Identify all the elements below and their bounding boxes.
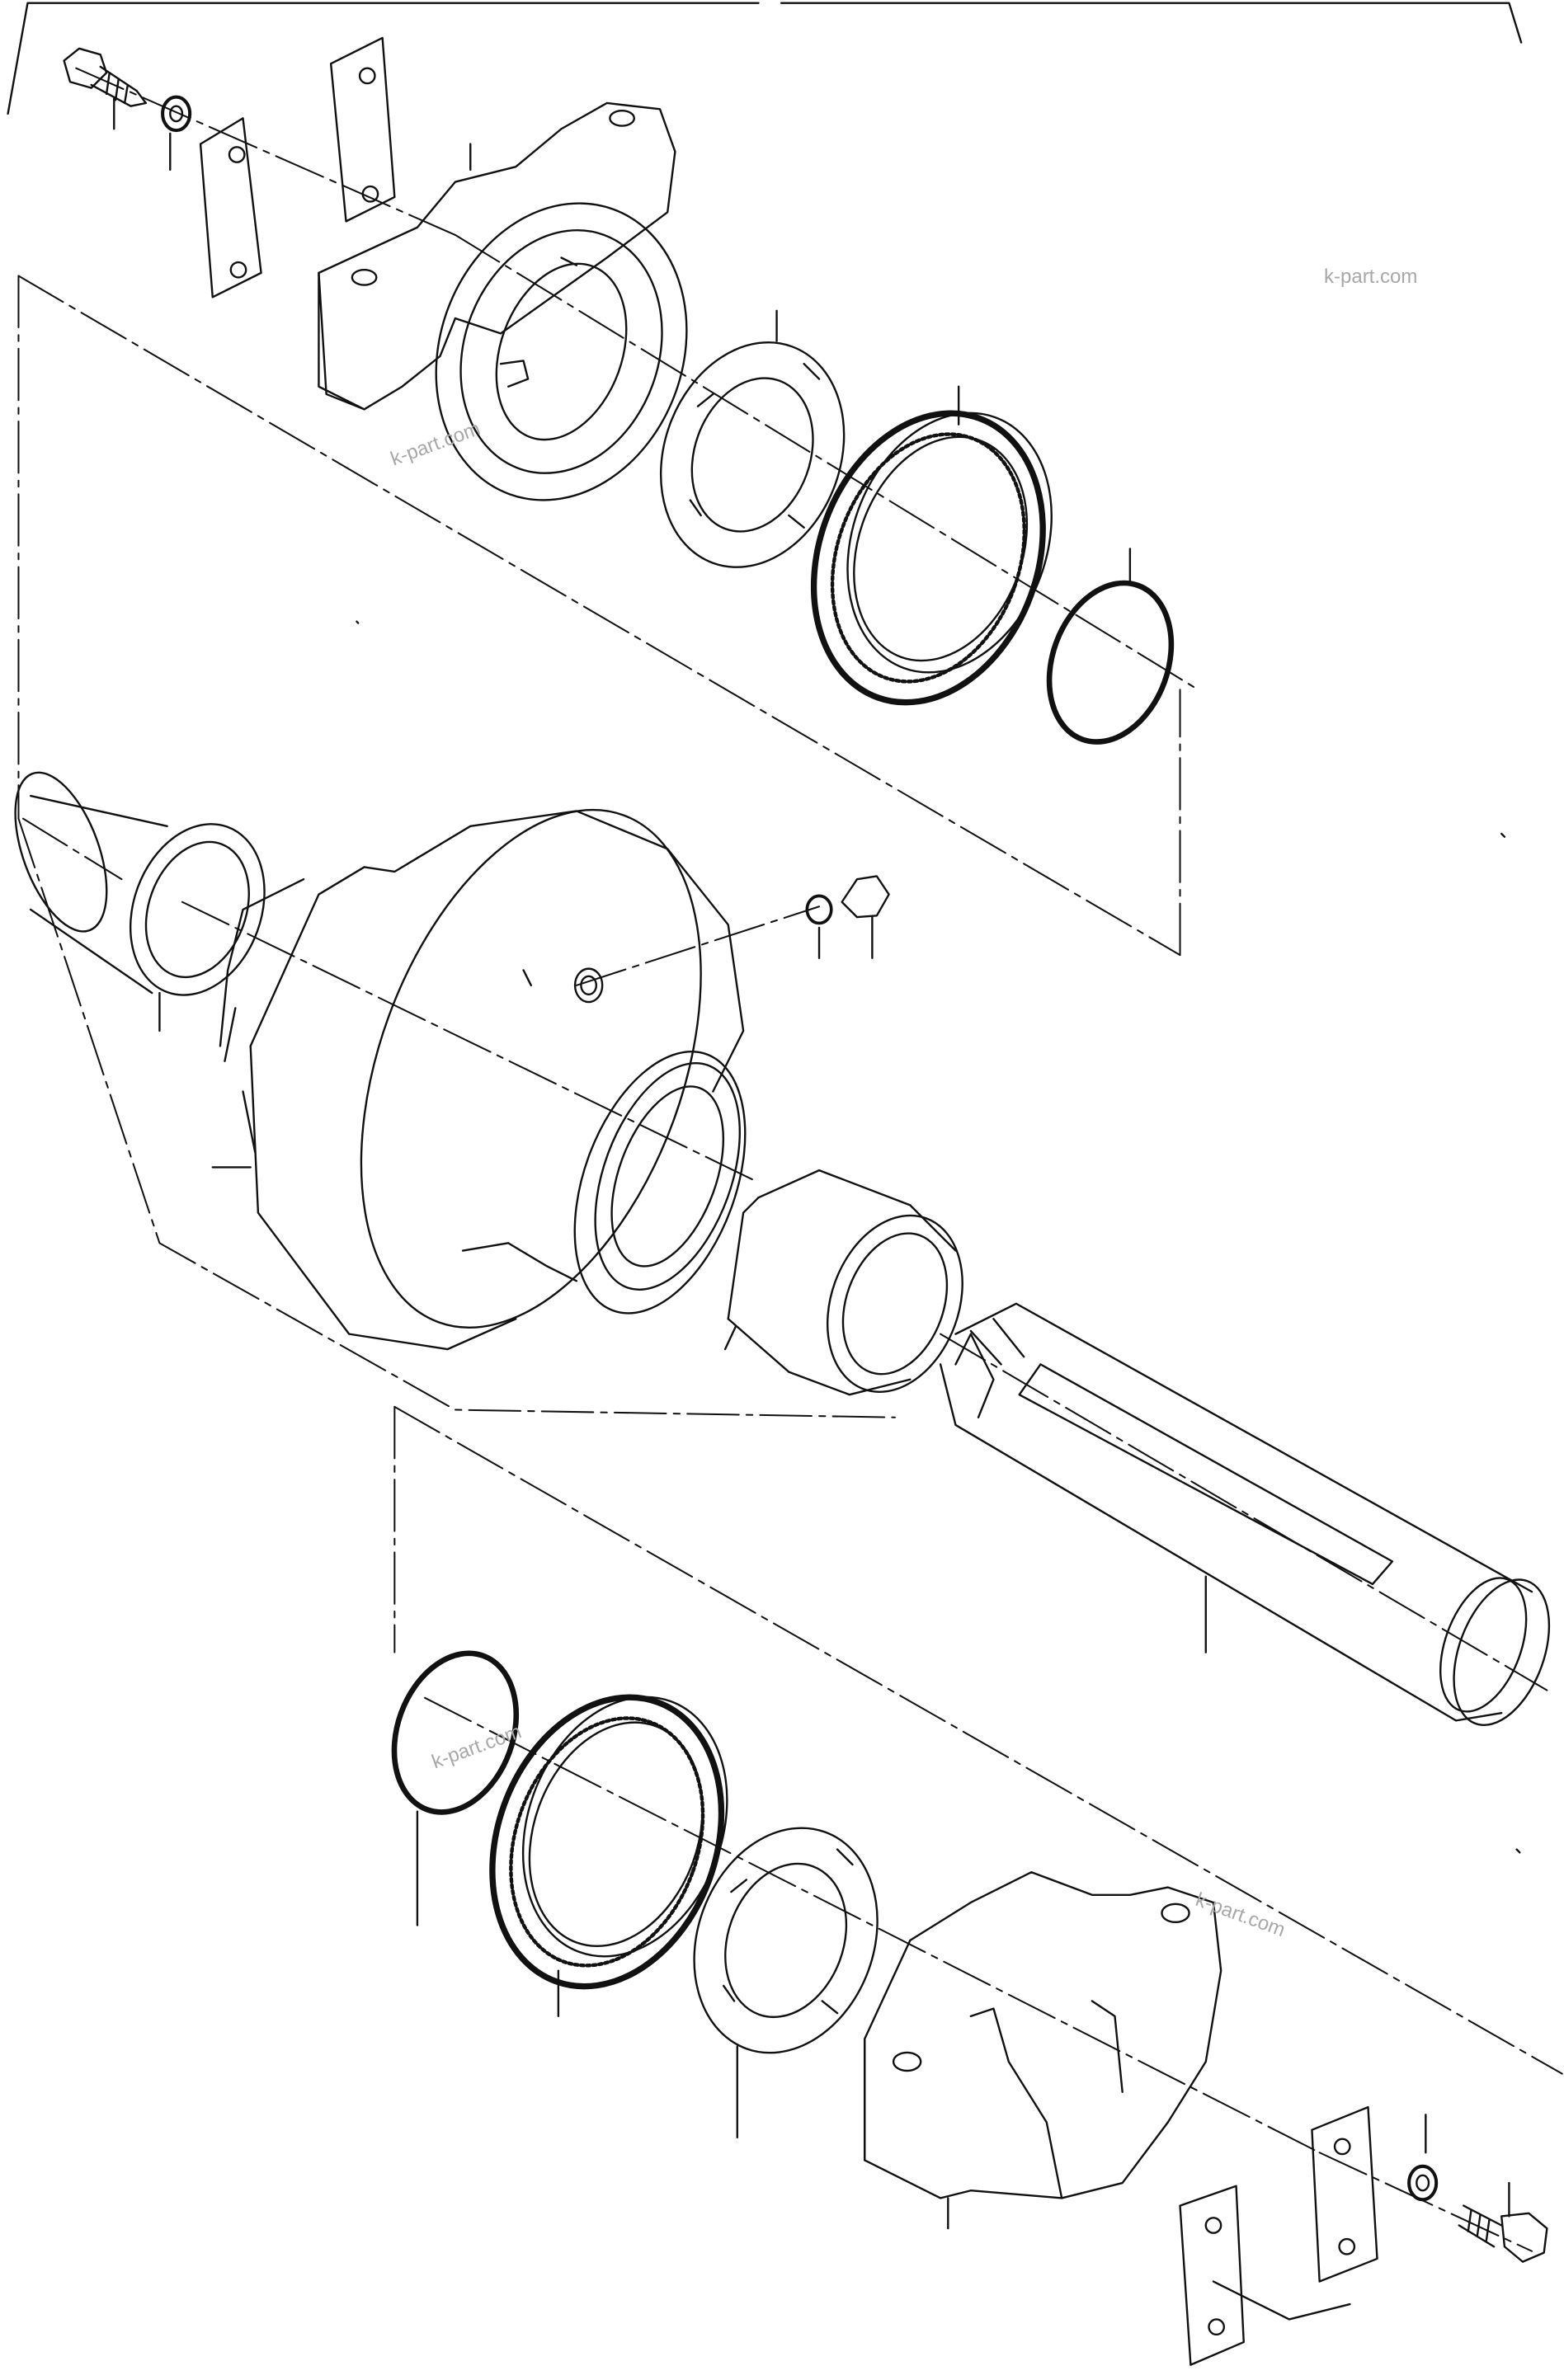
right-bushing: [723, 1169, 963, 1396]
stray-marks: [356, 620, 1521, 1854]
bottom-plate-front: [1179, 2185, 1245, 2366]
left-bushing: [14, 771, 266, 1032]
top-thrust-ring: [659, 309, 846, 568]
bottom-bolt: [1458, 2181, 1548, 2263]
bottom-thrust-ring: [693, 1827, 879, 2139]
plug-and-washer: [805, 875, 890, 959]
top-floating-seal: [810, 385, 1053, 706]
frame-lines: [7, 2, 1523, 115]
bottom-o-ring: [391, 1650, 520, 1926]
watermark-text: k-part.com: [1324, 266, 1418, 288]
top-bolt: [63, 47, 148, 130]
plate-leader: [1212, 2280, 1351, 2321]
bottom-plate-back: [1311, 2105, 1378, 2283]
bottom-housing: [863, 1871, 1222, 2230]
top-washer: [161, 95, 192, 172]
top-plate-back: [329, 36, 396, 223]
top-plate-front: [199, 117, 262, 299]
bottom-floating-seal: [489, 1694, 728, 2018]
top-o-ring: [1046, 548, 1175, 745]
roller-shaft: [939, 1302, 1551, 1726]
bottom-washer: [1407, 2114, 1439, 2202]
top-housing: [318, 101, 688, 501]
track-roller-body: [211, 808, 747, 1351]
alignment-lines: [17, 67, 1563, 2252]
